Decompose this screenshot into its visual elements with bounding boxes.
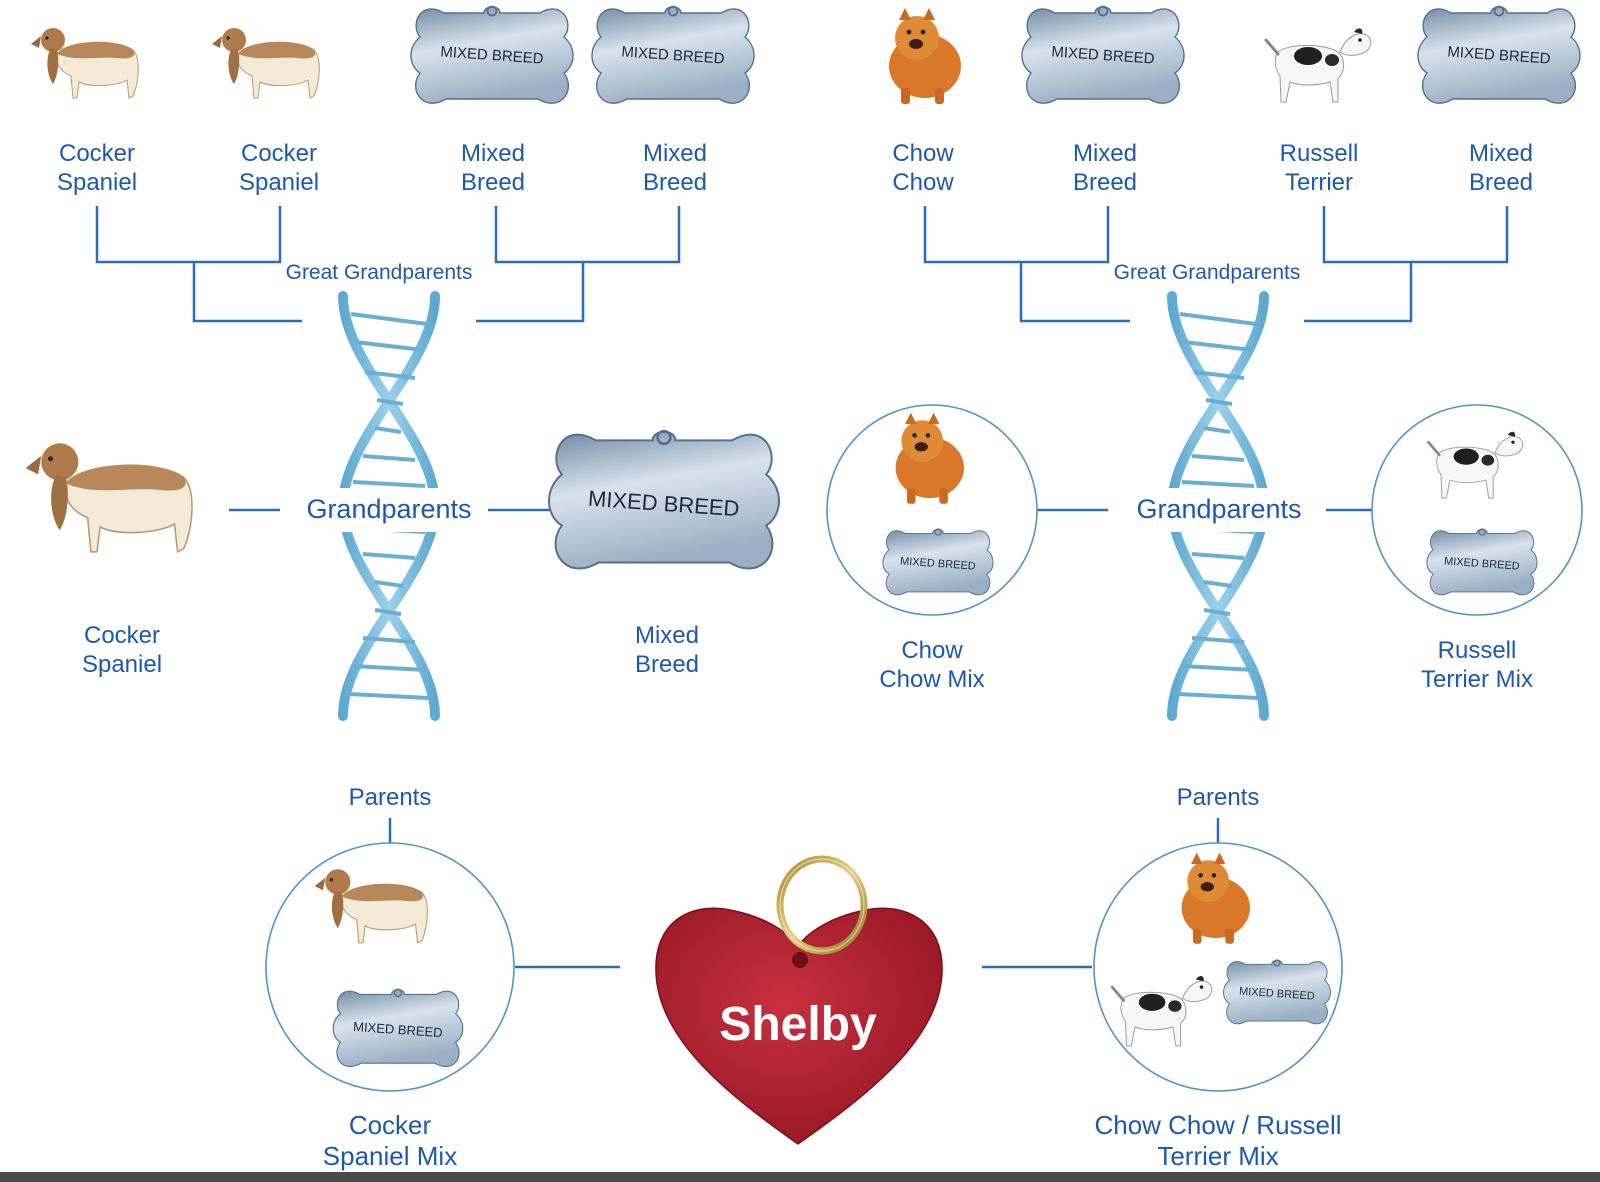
label-line: Mixed [634,622,700,649]
grandparents-section-label: Grandparents [306,494,472,524]
grandparent-label: Chow Chow Mix [857,636,1007,694]
dog-name-label: Shelby [719,998,877,1051]
tag-text: MIXED BREED [1444,555,1520,572]
label-line: Terrier Mix [1157,1141,1279,1171]
tag-text: MIXED BREED [900,555,977,572]
label-line: Breed [1468,169,1534,196]
grandparent-label: Russell Terrier Mix [1402,636,1552,694]
russell-terrier-icon [1264,26,1373,104]
label-line: Cocker [83,622,161,649]
label-line: Mixed [642,140,708,167]
label-line: Breed [1072,169,1138,196]
great-grandparents-section-label: Great Grandparents [1113,261,1301,284]
label-line: Chow [901,637,963,664]
tree-connectors-right [923,206,1509,969]
label-line: Cocker [58,140,136,167]
label-line: Cocker [240,140,318,167]
cocker-spaniel-icon [24,442,193,553]
cocker-spaniel-icon [30,27,139,99]
label-line: Spaniel Mix [322,1141,458,1171]
label-line: Terrier Mix [1421,666,1533,693]
label-line: Mixed [1468,140,1534,167]
label-line: Breed [642,169,708,196]
heart-name-tag-icon [655,855,943,1145]
label-line: Mixed [1072,140,1138,167]
great-grandparent-label: Cocker Spaniel [229,139,329,197]
parents-section-label: Parents [348,784,432,811]
label-line: Chow [892,140,954,167]
label-line: Chow [892,169,954,196]
parent-label: Chow Chow / Russell Terrier Mix [1078,1110,1358,1172]
label-line: Mixed [460,140,526,167]
tag-text: MIXED BREED [353,1019,443,1040]
label-line: Cocker [348,1110,432,1140]
label-line: Breed [460,169,526,196]
great-grandparent-label: Chow Chow [873,139,973,197]
parent-label: Cocker Spaniel Mix [290,1110,490,1172]
tag-text: MIXED BREED [1239,985,1315,1002]
grandparents-section-label: Grandparents [1136,494,1302,524]
label-line: Spaniel [81,651,163,678]
great-grandparent-label: Russell Terrier [1269,139,1369,197]
label-line: Chow Chow / Russell [1094,1110,1342,1140]
grandparent-label: Mixed Breed [607,621,727,679]
label-line: Breed [634,651,700,678]
label-line: Terrier [1284,169,1353,196]
cocker-spaniel-icon [211,27,320,99]
chow-chow-icon [889,8,961,104]
great-grandparent-label: Mixed Breed [1451,139,1551,197]
label-line: Chow Mix [879,666,985,693]
tree-connectors-left [95,206,681,969]
great-grandparent-label: Mixed Breed [1055,139,1155,197]
parents-section-label: Parents [1176,784,1260,811]
great-grandparent-icons [30,5,1581,105]
great-grandparent-label: Mixed Breed [443,139,543,197]
grandparent-label: Cocker Spaniel [62,621,182,679]
label-line: Spaniel [56,169,138,196]
label-line: Russell [1437,637,1517,664]
great-grandparent-label: Mixed Breed [625,139,725,197]
great-grandparent-label: Cocker Spaniel [47,139,147,197]
label-line: Spaniel [238,169,320,196]
great-grandparents-section-label: Great Grandparents [285,261,473,284]
bottom-edge-bar [0,1172,1600,1182]
label-line: Russell [1279,140,1359,167]
